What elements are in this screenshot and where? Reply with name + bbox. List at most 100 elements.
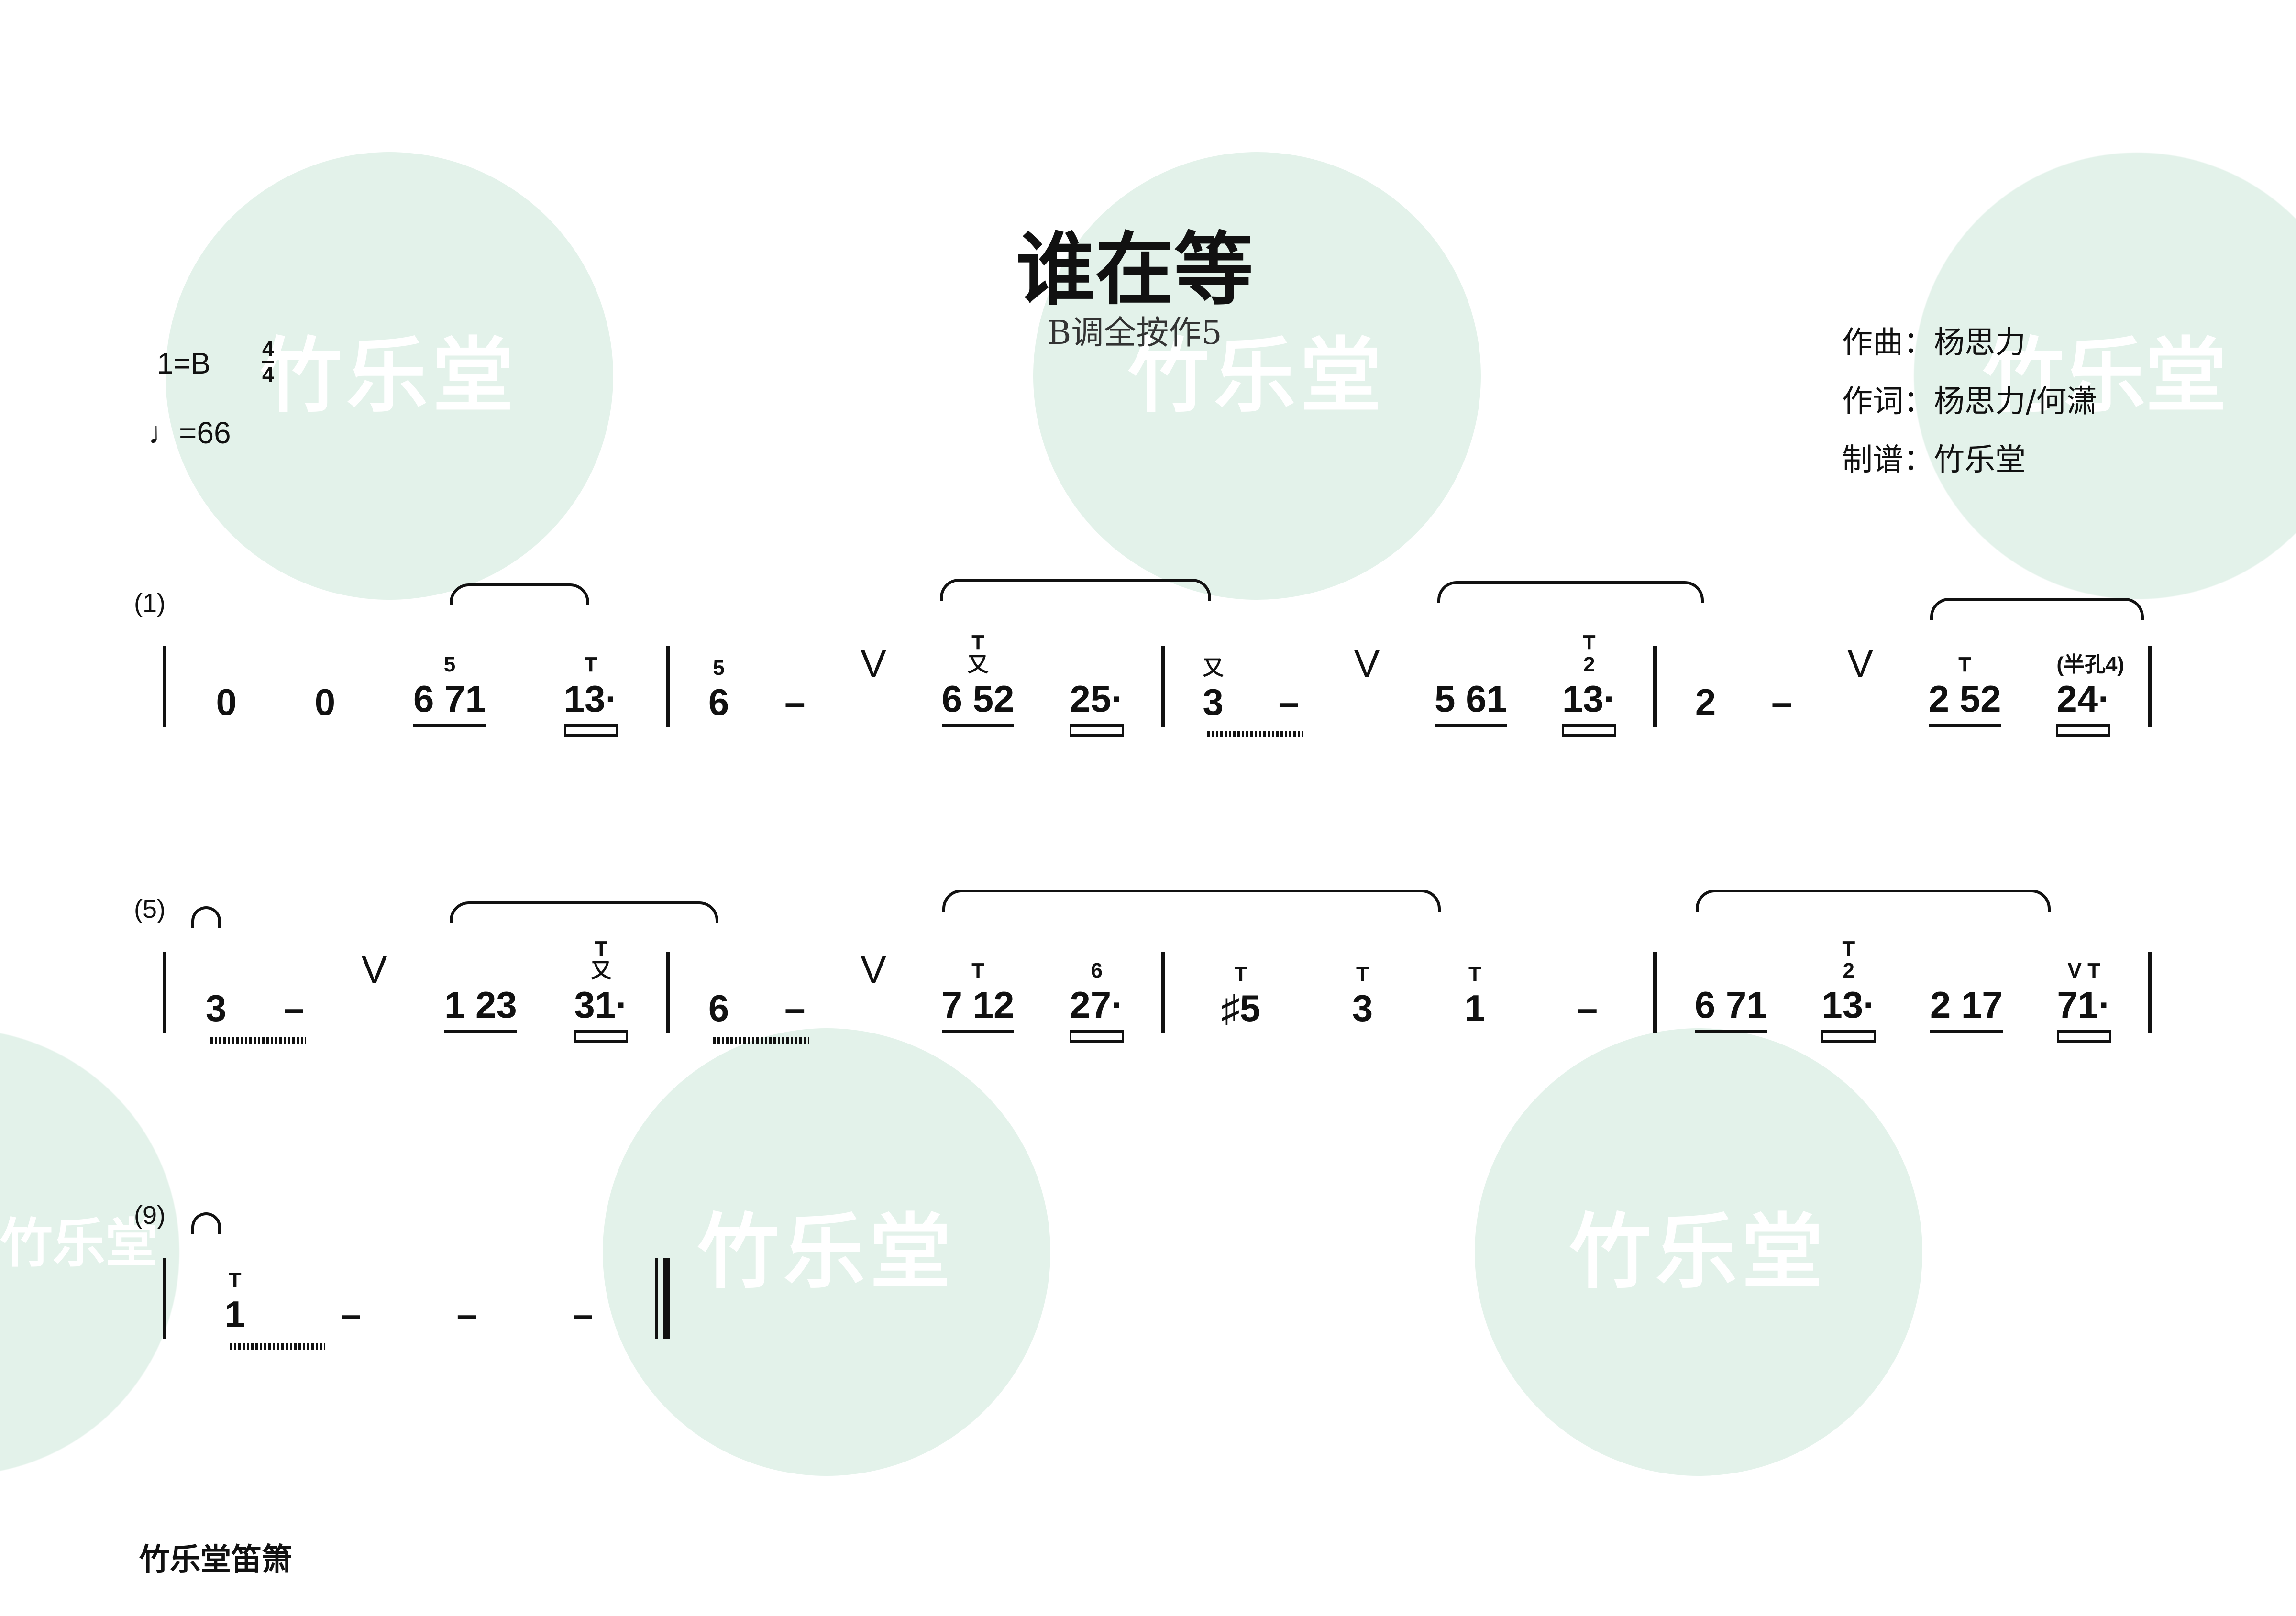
note: 27·6 [1070,960,1124,1033]
barline [2148,952,2152,1033]
note: 13·T [563,654,618,727]
phrase-slur [1696,890,2051,912]
vibrato-mark [229,1343,325,1350]
measure-number: (5) [134,895,166,923]
watermark: 竹乐堂 [1475,1028,1922,1476]
final-barline [655,1258,670,1339]
annotation: T [971,959,984,982]
watermark-text: 竹乐堂 [1982,329,2227,424]
annotation: T 2 [1842,937,1855,982]
watermark-text: 竹乐堂 [0,1213,158,1274]
barline [666,646,670,727]
watermark: 竹乐堂 [1033,152,1481,600]
annotation: T [584,653,597,676]
breath-mark: V [1847,642,1873,685]
note: 0 [314,681,336,723]
phrase-slur [191,906,221,928]
note: 71·V T [2057,960,2111,1033]
phrase-slur [191,1212,221,1234]
note: 2 [1695,681,1716,723]
dash: – [784,681,806,723]
composer: 作曲：杨思力 [1842,325,2026,361]
lyricist: 作词：杨思力/何潇 [1842,384,2097,419]
phrase-slur [450,901,718,923]
barline [1161,952,1165,1033]
breath-mark: V [361,948,387,991]
watermark: 竹乐堂 [603,1028,1050,1476]
note: 31·T 又 [574,938,629,1033]
dash: – [784,987,806,1029]
barline [1653,952,1657,1033]
note: 13·T 2 [1821,938,1876,1033]
ts-bottom: 4 [262,363,274,386]
barline [163,1258,166,1339]
phrase-slur [450,583,589,605]
watermark-text: 竹乐堂 [1569,1205,1828,1300]
note: 13·T 2 [1562,632,1616,727]
annotation: T 又 [590,937,612,982]
watermark-text: 竹乐堂 [1127,329,1386,424]
vibrato-mark [210,1037,306,1044]
watermark: 竹乐堂 [166,152,613,600]
watermark-text: 竹乐堂 [697,1205,956,1300]
barline [666,952,670,1033]
page-title: 谁在等 [1016,223,1253,316]
watermark: 竹乐堂 [0,1028,180,1476]
phrase-slur [1930,598,2144,620]
tempo: ♩=66 [148,416,231,450]
annotation: T [1356,962,1369,986]
watermark: 竹乐堂 [1913,152,2296,600]
annotation: 5 [713,656,725,680]
annotation: T [1958,653,1971,676]
measure-number: (9) [134,1201,166,1230]
annotation: T [228,1268,242,1292]
barline [1653,646,1657,727]
annotation: 6 [1091,959,1103,982]
phrase-slur [942,890,1441,912]
annotation: T 2 [1582,631,1596,676]
annotation: 又 [1203,656,1224,680]
barline [163,646,166,727]
dash: – [1577,987,1598,1029]
subtitle: B调全按作5 [1047,314,1222,352]
annotation: V T [2067,959,2100,982]
breath-mark: V [1354,642,1380,685]
note: 6 [708,989,809,1044]
annotation: (半孔4) [2056,653,2125,676]
note: 2 17 [1930,986,2003,1033]
note: 3 [206,989,306,1044]
note: 5 61 [1435,680,1507,727]
measure-number: (1) [134,589,166,617]
phrase-slur [940,579,1211,601]
vibrato-mark [1207,731,1303,737]
dash: – [341,1293,362,1335]
dash: – [456,1293,477,1335]
breath-mark: V [861,642,886,685]
watermark-text: 竹乐堂 [260,329,519,424]
annotation: T [1468,962,1481,986]
note: 24·(半孔4) [2056,654,2124,727]
dash: – [1771,681,1792,723]
vibrato-mark [713,1037,809,1044]
note: 1 23 [444,986,517,1033]
annotation: T 又 [967,631,989,676]
footer-brand: 竹乐堂笛箫 [139,1542,292,1578]
dash: – [573,1293,594,1335]
ts-top: 4 [262,337,274,363]
note: 0 [216,681,237,723]
